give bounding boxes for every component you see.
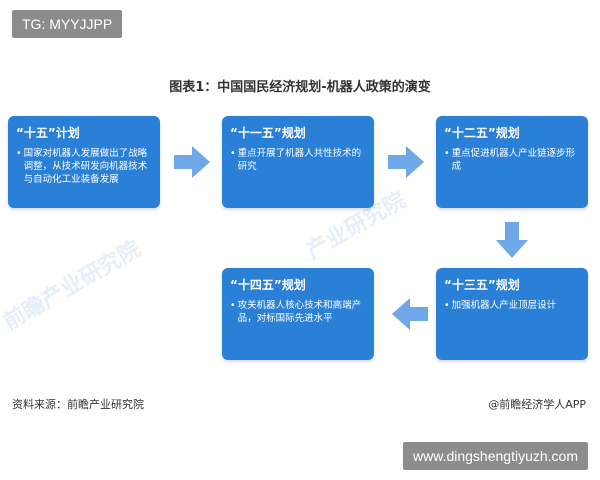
bullet-dot: • (230, 300, 236, 311)
bullet-dot: • (444, 300, 450, 311)
arrow-right-icon (174, 146, 210, 178)
box-title: “十三五”规划 (444, 278, 520, 292)
bullet-text: 国家对机器人发展做出了战略调整，从技术研发向机器技术与自动化工业装备发展 (23, 148, 148, 185)
arrow-right-icon (388, 146, 424, 178)
bullet-dot: • (230, 148, 236, 159)
box-shisanwu: “十三五”规划 • 加强机器人产业顶层设计 (436, 268, 588, 360)
figure-title: 图表1：中国国民经济规划-机器人政策的演变 (169, 80, 431, 95)
bullet-text: 重点开展了机器人共性技术的研究 (237, 148, 362, 172)
tg-tag: TG: MYYJJPP (12, 10, 123, 38)
arrow-left-icon (392, 298, 428, 330)
arrow-down-icon (496, 222, 528, 258)
box-title: “十五”计划 (16, 126, 80, 140)
source-note: 资料来源：前瞻产业研究院 (12, 398, 144, 411)
box-bullet: • 国家对机器人发展做出了战略调整，从技术研发向机器技术与自动化工业装备发展 (16, 147, 152, 186)
box-title: “十一五”规划 (230, 126, 306, 140)
box-shisiwu: “十四五”规划 • 攻关机器人核心技术和高端产品，对标国际先进水平 (222, 268, 374, 360)
bullet-dot: • (444, 148, 450, 159)
watermark-1: 前瞻产业研究院 (0, 236, 146, 336)
bullet-text: 加强机器人产业顶层设计 (451, 300, 557, 311)
box-title: “十四五”规划 (230, 278, 306, 292)
box-shiyiwu: “十一五”规划 • 重点开展了机器人共性技术的研究 (222, 116, 374, 208)
bullet-text: 重点促进机器人产业链逐步形成 (451, 148, 576, 172)
bullet-dot: • (16, 148, 22, 159)
credit-note: @前瞻经济学人APP (488, 398, 586, 411)
box-title: “十二五”规划 (444, 126, 520, 140)
bullet-text: 攻关机器人核心技术和高端产品，对标国际先进水平 (237, 300, 362, 324)
box-bullet: • 重点促进机器人产业链逐步形成 (444, 147, 580, 173)
box-shierwu: “十二五”规划 • 重点促进机器人产业链逐步形成 (436, 116, 588, 208)
box-bullet: • 攻关机器人核心技术和高端产品，对标国际先进水平 (230, 299, 366, 325)
box-bullet: • 重点开展了机器人共性技术的研究 (230, 147, 366, 173)
box-shiwu: “十五”计划 • 国家对机器人发展做出了战略调整，从技术研发向机器技术与自动化工… (8, 116, 160, 208)
url-tag: www.dingshengtiyuzh.com (403, 442, 588, 470)
box-bullet: • 加强机器人产业顶层设计 (444, 299, 580, 312)
